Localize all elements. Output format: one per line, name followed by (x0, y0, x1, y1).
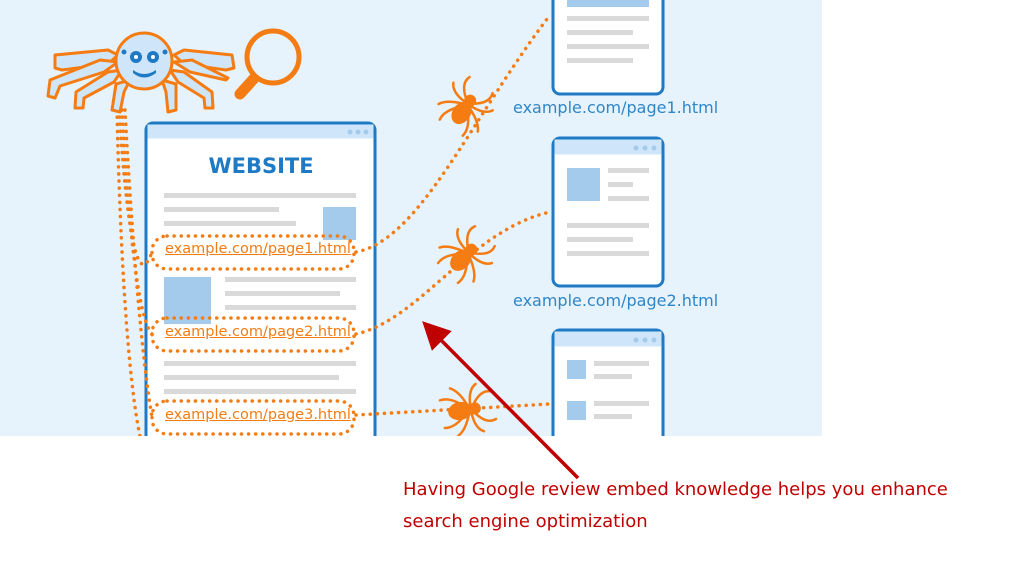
diagram-artwork (46, 0, 665, 436)
page3-window (551, 328, 665, 436)
diagram-panel: WEBSITE example.com/page1.html example.c… (0, 0, 822, 436)
main-website-window (144, 121, 377, 436)
magnifier-icon (234, 28, 302, 100)
crawler-spider-icon (46, 31, 236, 114)
annotation-caption: Having Google review embed knowledge hel… (403, 479, 948, 532)
small-spider-icon (436, 75, 498, 436)
main-site-link-2[interactable]: example.com/page2.html (165, 324, 351, 340)
link-highlight-dots (115, 13, 552, 436)
main-site-link-3[interactable]: example.com/page3.html (165, 407, 351, 423)
page1-window (551, 0, 665, 96)
page2-window (551, 136, 665, 288)
main-site-link-1[interactable]: example.com/page1.html (165, 241, 351, 257)
page1-url-label: example.com/page1.html (513, 98, 719, 117)
website-title: WEBSITE (208, 154, 314, 178)
page2-url-label: example.com/page2.html (513, 291, 719, 310)
